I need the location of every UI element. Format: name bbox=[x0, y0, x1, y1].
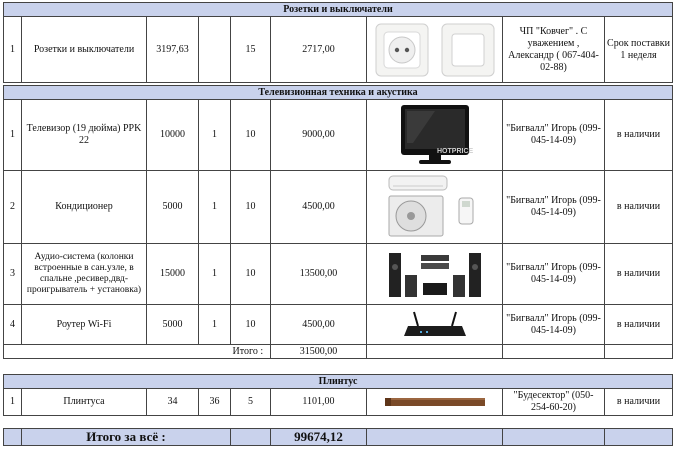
item-col4: 1 bbox=[198, 304, 231, 345]
item-sum: 13500,00 bbox=[270, 243, 367, 305]
grand-total-value: 99674,12 bbox=[270, 428, 367, 446]
status: в наличии bbox=[604, 170, 673, 244]
supplier: "Бигвалл" Игорь (099-045-14-09) bbox=[502, 304, 605, 345]
item-qty: 10 bbox=[230, 304, 271, 345]
socket-switch-image bbox=[375, 23, 494, 76]
item-price: 34 bbox=[146, 388, 199, 416]
item-sum: 2717,00 bbox=[270, 16, 367, 83]
row-number: 4 bbox=[3, 304, 22, 345]
item-sum: 9000,00 bbox=[270, 99, 367, 171]
item-col4: 1 bbox=[198, 243, 231, 305]
item-qty: 10 bbox=[230, 243, 271, 305]
subtotal-row: Итого : 31500,00 bbox=[3, 344, 673, 359]
item-image bbox=[366, 388, 503, 416]
grand-total-label: Итого за всё : bbox=[21, 428, 231, 446]
subtotal-value: 31500,00 bbox=[270, 344, 367, 359]
item-price: 3197,63 bbox=[146, 16, 199, 83]
row-number: 2 bbox=[3, 170, 22, 244]
router-image bbox=[403, 311, 466, 336]
grand-total: Итого за всё : 99674,12 bbox=[3, 428, 673, 446]
supplier: "Бигвалл" Игорь (099-045-14-09) bbox=[502, 170, 605, 244]
item-col4 bbox=[198, 16, 231, 83]
section-tv-audio: Телевизионная техника и акустика 1 Телев… bbox=[3, 85, 673, 359]
item-qty: 10 bbox=[230, 170, 271, 244]
item-price: 5000 bbox=[146, 304, 199, 345]
section-title: Телевизионная техника и акустика bbox=[3, 85, 673, 100]
supplier: "Бигвалл" Игорь (099-045-14-09) bbox=[502, 99, 605, 171]
item-name: Кондиционер bbox=[21, 170, 147, 244]
status: в наличии bbox=[604, 388, 673, 416]
item-image bbox=[366, 170, 503, 244]
table-row: 1 Плинтуса 34 36 5 1101,00 "Будесектор" … bbox=[3, 388, 673, 416]
status: Срок поставки 1 неделя bbox=[604, 16, 673, 83]
item-price: 5000 bbox=[146, 170, 199, 244]
item-col4: 36 bbox=[198, 388, 231, 416]
item-qty: 5 bbox=[230, 388, 271, 416]
row-number: 3 bbox=[3, 243, 22, 305]
table-row: 1 Розетки и выключатели 3197,63 15 2717,… bbox=[3, 16, 673, 83]
section-baseboard: Плинтус 1 Плинтуса 34 36 5 1101,00 "Буде… bbox=[3, 374, 673, 416]
air-conditioner-image bbox=[388, 175, 473, 237]
table-row: 3 Аудио-система (колонки встроенные в са… bbox=[3, 243, 673, 305]
item-price: 15000 bbox=[146, 243, 199, 305]
item-name: Плинтуса bbox=[21, 388, 147, 416]
item-sum: 4500,00 bbox=[270, 304, 367, 345]
tv-image: HOTPRICE bbox=[400, 105, 474, 164]
item-name: Телевизор (19 дюйма) PPK 22 bbox=[21, 99, 147, 171]
status: в наличии bbox=[604, 304, 673, 345]
item-qty: 15 bbox=[230, 16, 271, 83]
table-row: 2 Кондиционер 5000 1 10 4500,00 bbox=[3, 170, 673, 244]
status: в наличии bbox=[604, 243, 673, 305]
section-title: Плинтус bbox=[3, 374, 673, 389]
item-image bbox=[366, 304, 503, 345]
item-name: Аудио-система (колонки встроенные в сан.… bbox=[21, 243, 147, 305]
item-sum: 4500,00 bbox=[270, 170, 367, 244]
table-row: 4 Роутер Wi-Fi 5000 1 10 4500,00 "Бигвал… bbox=[3, 304, 673, 345]
item-col4: 1 bbox=[198, 99, 231, 171]
row-number: 1 bbox=[3, 99, 22, 171]
watermark: HOTPRICE bbox=[437, 148, 474, 155]
item-price: 10000 bbox=[146, 99, 199, 171]
item-sum: 1101,00 bbox=[270, 388, 367, 416]
item-image: HOTPRICE bbox=[366, 99, 503, 171]
section-sockets: Розетки и выключатели 1 Розетки и выключ… bbox=[3, 2, 673, 83]
baseboard-image bbox=[384, 398, 485, 406]
item-col4: 1 bbox=[198, 170, 231, 244]
item-name: Роутер Wi-Fi bbox=[21, 304, 147, 345]
item-image bbox=[366, 243, 503, 305]
supplier: ЧП "Ковчег" . С уважением , Александр ( … bbox=[502, 16, 605, 83]
subtotal-label: Итого : bbox=[230, 344, 271, 359]
supplier: "Бигвалл" Игорь (099-045-14-09) bbox=[502, 243, 605, 305]
table-row: 1 Телевизор (19 дюйма) PPK 22 10000 1 10… bbox=[3, 99, 673, 171]
row-number: 1 bbox=[3, 16, 22, 83]
row-number: 1 bbox=[3, 388, 22, 416]
audio-system-image bbox=[388, 253, 481, 297]
item-image bbox=[366, 16, 503, 83]
item-qty: 10 bbox=[230, 99, 271, 171]
section-title: Розетки и выключатели bbox=[3, 2, 673, 17]
status: в наличии bbox=[604, 99, 673, 171]
item-name: Розетки и выключатели bbox=[21, 16, 147, 83]
supplier: "Будесектор" (050-254-60-20) bbox=[502, 388, 605, 416]
